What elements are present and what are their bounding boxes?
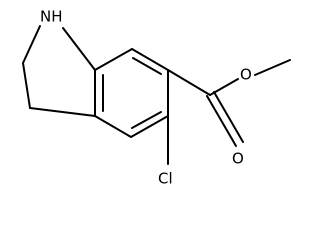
bond-c5-c4: [130, 115, 169, 138]
bond-carbonyl-double-b: [213, 91, 244, 143]
bond-c4-c3a: [94, 115, 132, 138]
atom-label-o-carbonyl: O: [232, 150, 244, 168]
atom-label-o-ester: O: [240, 66, 252, 84]
bond-c7-c6-inner: [132, 57, 162, 75]
bond-c6-carbonyl-c: [167, 69, 211, 96]
molecule-structure: NH O O Cl: [22, 7, 291, 188]
bond-c3-c3a: [29, 107, 96, 117]
bond-c7a-n1: [62, 27, 96, 71]
bond-c5-c4-inner: [131, 111, 162, 129]
bond-carbonyl-double-a: [206, 95, 237, 147]
bond-o-methyl: [254, 59, 291, 76]
bond-c2-c3: [22, 62, 31, 109]
bond-c7-c6: [131, 48, 169, 71]
bond-n1-c2: [22, 25, 41, 64]
bond-c7a-c7: [94, 48, 133, 71]
atom-label-nh: NH: [40, 8, 63, 26]
atom-label-cl: Cl: [158, 170, 173, 188]
